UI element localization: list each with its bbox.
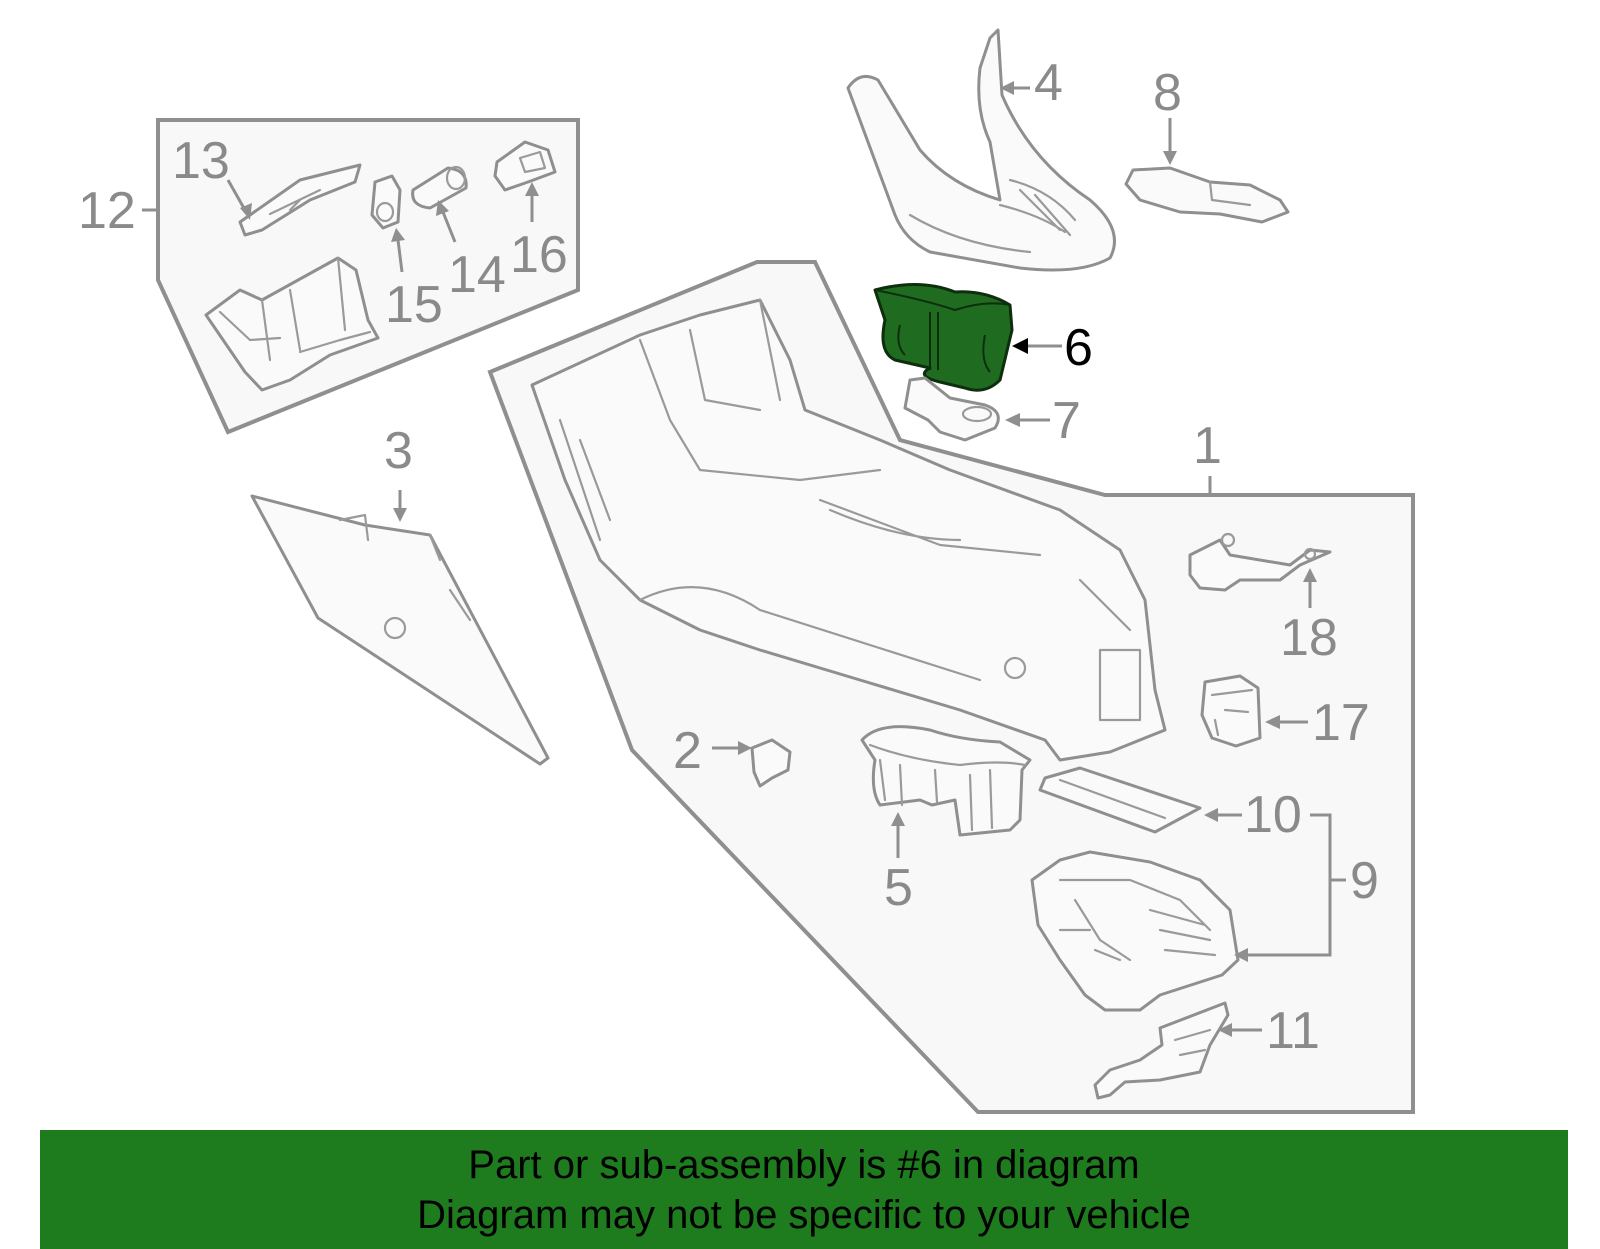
banner-line-2: Diagram may not be specific to your vehi… [417, 1192, 1191, 1237]
callout-16: 16 [510, 226, 568, 284]
parts-diagram: 4 8 6 7 1 3 18 17 2 10 9 5 11 12 13 15 1… [78, 28, 1415, 1114]
part-6-cupholder [873, 283, 1014, 392]
part-2-clip [750, 738, 792, 788]
part-9-bin [1030, 850, 1240, 1012]
part-14-cylinder [411, 165, 468, 210]
part-3-panel [250, 494, 550, 766]
part-13-trim [238, 163, 362, 237]
part-15-switch [370, 174, 402, 230]
part-8-pad [1124, 166, 1290, 224]
part-10-tray [1038, 766, 1202, 834]
callout-labels: 4 8 6 7 1 3 18 17 2 10 9 5 11 12 13 15 1… [78, 54, 1379, 1060]
callout-17: 17 [1312, 694, 1370, 752]
callout-9: 9 [1350, 852, 1379, 910]
callout-15: 15 [385, 276, 443, 334]
part-5-cupholder [860, 725, 1032, 837]
part-11-bracket [1093, 1001, 1230, 1100]
callout-4: 4 [1034, 54, 1063, 112]
leader-lines [226, 81, 1346, 1037]
part-16-socket [493, 140, 557, 192]
part-4-trim [846, 28, 1116, 272]
callout-7: 7 [1052, 392, 1081, 450]
banner-line-1: Part or sub-assembly is #6 in diagram [468, 1142, 1140, 1187]
callout-5: 5 [884, 859, 913, 917]
callout-12: 12 [78, 182, 136, 240]
callout-11: 11 [1266, 1002, 1320, 1060]
part-18-bracket [1188, 532, 1332, 592]
part-1-console [530, 298, 1167, 762]
callout-14: 14 [448, 246, 506, 304]
info-banner: Part or sub-assembly is #6 in diagram Di… [40, 1130, 1568, 1249]
part-17-switch [1200, 674, 1262, 748]
callout-3: 3 [384, 422, 413, 480]
part-7-bracket [903, 376, 1000, 442]
callout-10: 10 [1244, 786, 1302, 844]
callout-13: 13 [172, 132, 230, 190]
callout-8: 8 [1153, 64, 1182, 122]
callout-18: 18 [1280, 609, 1338, 667]
part-12-bezel [204, 256, 380, 392]
callout-6: 6 [1064, 319, 1093, 377]
callout-2: 2 [673, 722, 702, 780]
callout-1: 1 [1193, 417, 1222, 475]
